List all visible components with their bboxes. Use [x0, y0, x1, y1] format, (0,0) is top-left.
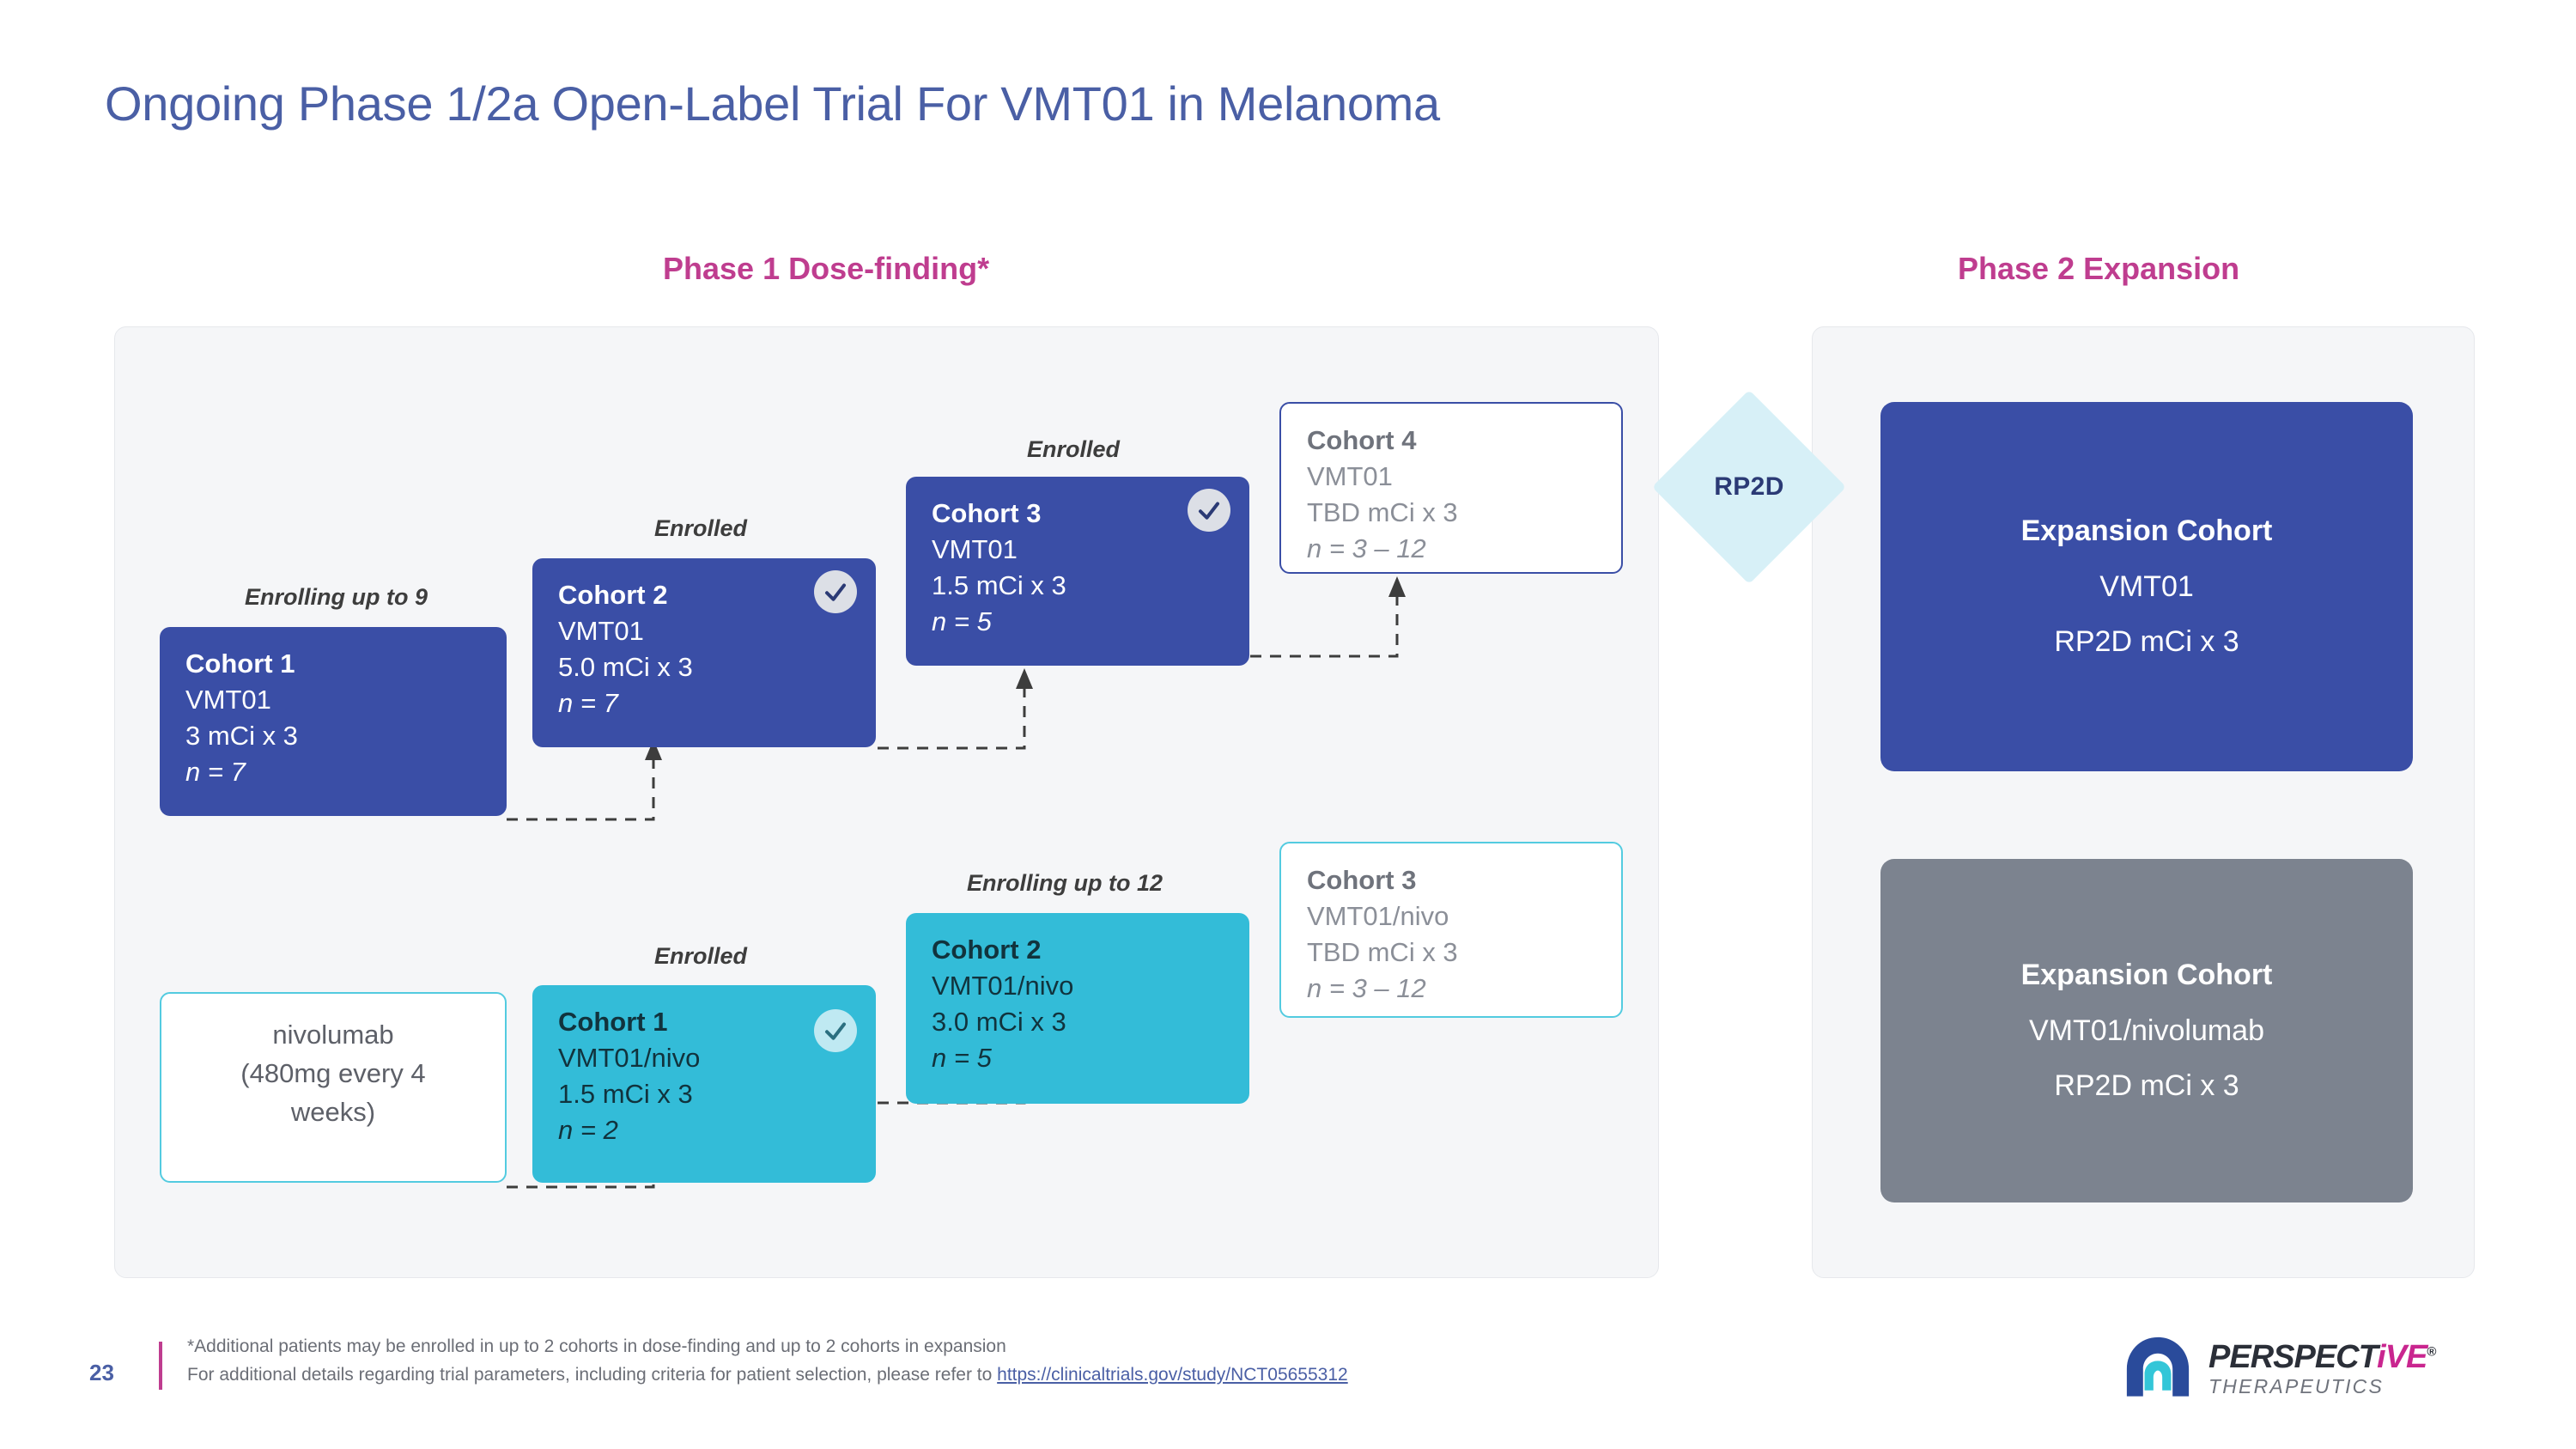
- cohort-n: n = 2: [558, 1115, 618, 1146]
- logo-subtitle: THERAPEUTICS: [2208, 1374, 2385, 1397]
- status-label-combo-cohort-1: Enrolled: [654, 943, 748, 969]
- cohort-dose: 5.0 mCi x 3: [558, 652, 693, 683]
- cohort-title: Cohort 1: [558, 1007, 668, 1037]
- expansion-dose: RP2D mCi x 3: [2054, 625, 2239, 659]
- check-circle-icon: [814, 1009, 857, 1052]
- footer-divider: [159, 1342, 162, 1390]
- logo-word-main: PERSPECT: [2208, 1338, 2378, 1375]
- cohort-dose: 3.0 mCi x 3: [932, 1007, 1066, 1038]
- cohort-card-mono-3[interactable]: Cohort 3 VMT01 1.5 mCi x 3 n = 5: [906, 477, 1249, 666]
- cohort-n: n = 3 – 12: [1307, 533, 1426, 564]
- footnote-line-2: For additional details regarding trial p…: [187, 1365, 1348, 1385]
- cohort-card-combo-2[interactable]: Cohort 2 VMT01/nivo 3.0 mCi x 3 n = 5: [906, 913, 1249, 1104]
- expansion-cohort-card-combo[interactable]: Expansion Cohort VMT01/nivolumab RP2D mC…: [1880, 859, 2413, 1202]
- cohort-card-combo-3[interactable]: Cohort 3 VMT01/nivo TBD mCi x 3 n = 3 – …: [1279, 842, 1623, 1018]
- cohort-dose: 1.5 mCi x 3: [558, 1079, 693, 1110]
- cohort-title: Cohort 2: [558, 580, 668, 610]
- backbone-dose-2: weeks): [290, 1096, 376, 1127]
- clinicaltrials-link[interactable]: https://clinicaltrials.gov/study/NCT0565…: [997, 1365, 1348, 1385]
- logo-wordmark: PERSPECTiVE®: [2208, 1338, 2436, 1375]
- cohort-dose: 1.5 mCi x 3: [932, 570, 1066, 601]
- cohort-n: n = 3 – 12: [1307, 973, 1426, 1004]
- rp2d-label: RP2D: [1714, 472, 1784, 501]
- status-label-combo-cohort-2: Enrolling up to 12: [967, 870, 1163, 896]
- page-title: Ongoing Phase 1/2a Open-Label Trial For …: [105, 76, 1440, 131]
- expansion-drug: VMT01: [2099, 569, 2194, 603]
- cohort-n: n = 7: [185, 757, 246, 788]
- cohort-dose: 3 mCi x 3: [185, 721, 298, 752]
- expansion-cohort-card-vmt01[interactable]: Expansion Cohort VMT01 RP2D mCi x 3: [1880, 402, 2413, 771]
- expansion-dose: RP2D mCi x 3: [2054, 1069, 2239, 1103]
- backbone-dose-1: (480mg every 4: [240, 1057, 426, 1088]
- cohort-drug: VMT01: [185, 685, 271, 715]
- cohort-dose: TBD mCi x 3: [1307, 497, 1458, 528]
- cohort-n: n = 7: [558, 688, 618, 719]
- cohort-drug: VMT01: [932, 534, 1018, 565]
- phase-1-header: Phase 1 Dose-finding*: [663, 251, 990, 286]
- registered-mark-icon: ®: [2427, 1343, 2436, 1359]
- check-circle-icon: [814, 570, 857, 613]
- footnote-line-2-text: For additional details regarding trial p…: [187, 1365, 998, 1385]
- logo-word-accent: iVE: [2377, 1338, 2427, 1375]
- cohort-drug: VMT01/nivo: [1307, 901, 1449, 932]
- cohort-n: n = 5: [932, 606, 992, 637]
- backbone-card-nivolumab[interactable]: nivolumab (480mg every 4 weeks): [160, 992, 507, 1183]
- cohort-title: Cohort 2: [932, 935, 1042, 965]
- expansion-drug: VMT01/nivolumab: [2028, 1014, 2264, 1047]
- cohort-title: Cohort 3: [932, 498, 1042, 528]
- cohort-drug: VMT01/nivo: [558, 1043, 701, 1074]
- check-circle-icon: [1188, 489, 1230, 532]
- cohort-drug: VMT01: [558, 616, 644, 647]
- connector-mono-c2-to-c3: [874, 663, 1097, 775]
- logo-text-block: PERSPECTiVE® THERAPEUTICS: [2208, 1338, 2436, 1397]
- footnote-line-1: *Additional patients may be enrolled in …: [187, 1336, 1006, 1356]
- backbone-drug: nivolumab: [272, 1020, 394, 1050]
- cohort-card-mono-4[interactable]: Cohort 4 VMT01 TBD mCi x 3 n = 3 – 12: [1279, 402, 1623, 574]
- phase-2-header: Phase 2 Expansion: [1958, 251, 2240, 286]
- connector-mono-c1-to-c2: [503, 734, 726, 846]
- expansion-title: Expansion Cohort: [2020, 514, 2273, 548]
- status-label-mono-cohort-2: Enrolled: [654, 515, 748, 541]
- cohort-n: n = 5: [932, 1043, 992, 1074]
- status-label-mono-cohort-3: Enrolled: [1027, 436, 1121, 462]
- status-label-mono-cohort-1: Enrolling up to 9: [245, 584, 428, 610]
- cohort-drug: VMT01: [1307, 461, 1393, 492]
- cohort-dose: TBD mCi x 3: [1307, 937, 1458, 968]
- expansion-title: Expansion Cohort: [2020, 959, 2273, 992]
- page-number: 23: [89, 1360, 114, 1385]
- cohort-title: Cohort 3: [1307, 865, 1417, 895]
- cohort-card-mono-1[interactable]: Cohort 1 VMT01 3 mCi x 3 n = 7: [160, 627, 507, 816]
- cohort-drug: VMT01/nivo: [932, 971, 1074, 1002]
- cohort-title: Cohort 1: [185, 648, 295, 679]
- connector-mono-c3-to-c4: [1247, 571, 1470, 683]
- perspective-logo-mark: [2126, 1336, 2190, 1397]
- company-logo: PERSPECTiVE® THERAPEUTICS: [2121, 1331, 2436, 1405]
- cohort-title: Cohort 4: [1307, 425, 1417, 455]
